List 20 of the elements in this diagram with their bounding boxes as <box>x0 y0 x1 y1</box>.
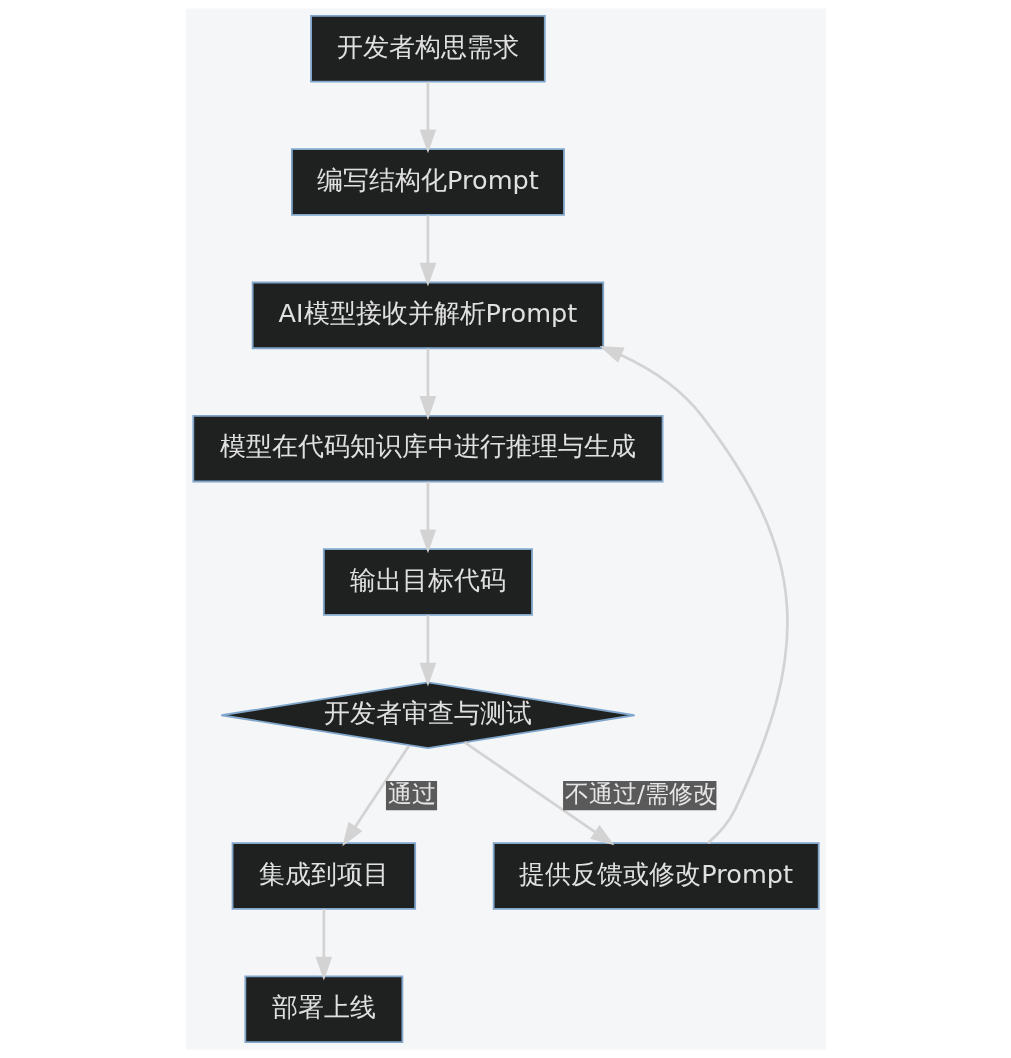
node-box: 提供反馈或修改Prompt <box>492 842 820 910</box>
node-box: 输出目标代码 <box>322 548 533 616</box>
node-box: 开发者构思需求 <box>309 15 546 83</box>
arrow <box>315 909 332 981</box>
node-box: AI模型接收并解析Prompt <box>251 281 604 350</box>
node-box: 编写结构化Prompt <box>290 148 565 216</box>
arrow <box>419 82 436 154</box>
node-box: 部署上线 <box>243 975 403 1043</box>
edge-label: 不通过/需修改 <box>564 779 717 808</box>
node-diamond: 开发者审查与测试 <box>220 681 635 750</box>
arrow <box>419 348 436 420</box>
edge-label: 通过 <box>387 779 436 808</box>
arrow <box>598 345 788 845</box>
arrow <box>341 745 410 847</box>
arrow <box>419 481 436 554</box>
node-box: 模型在代码知识库中进行推理与生成 <box>191 414 663 483</box>
arrow <box>419 215 436 287</box>
arrow <box>463 741 614 846</box>
node-box: 集成到项目 <box>231 842 416 910</box>
arrow <box>419 615 436 687</box>
